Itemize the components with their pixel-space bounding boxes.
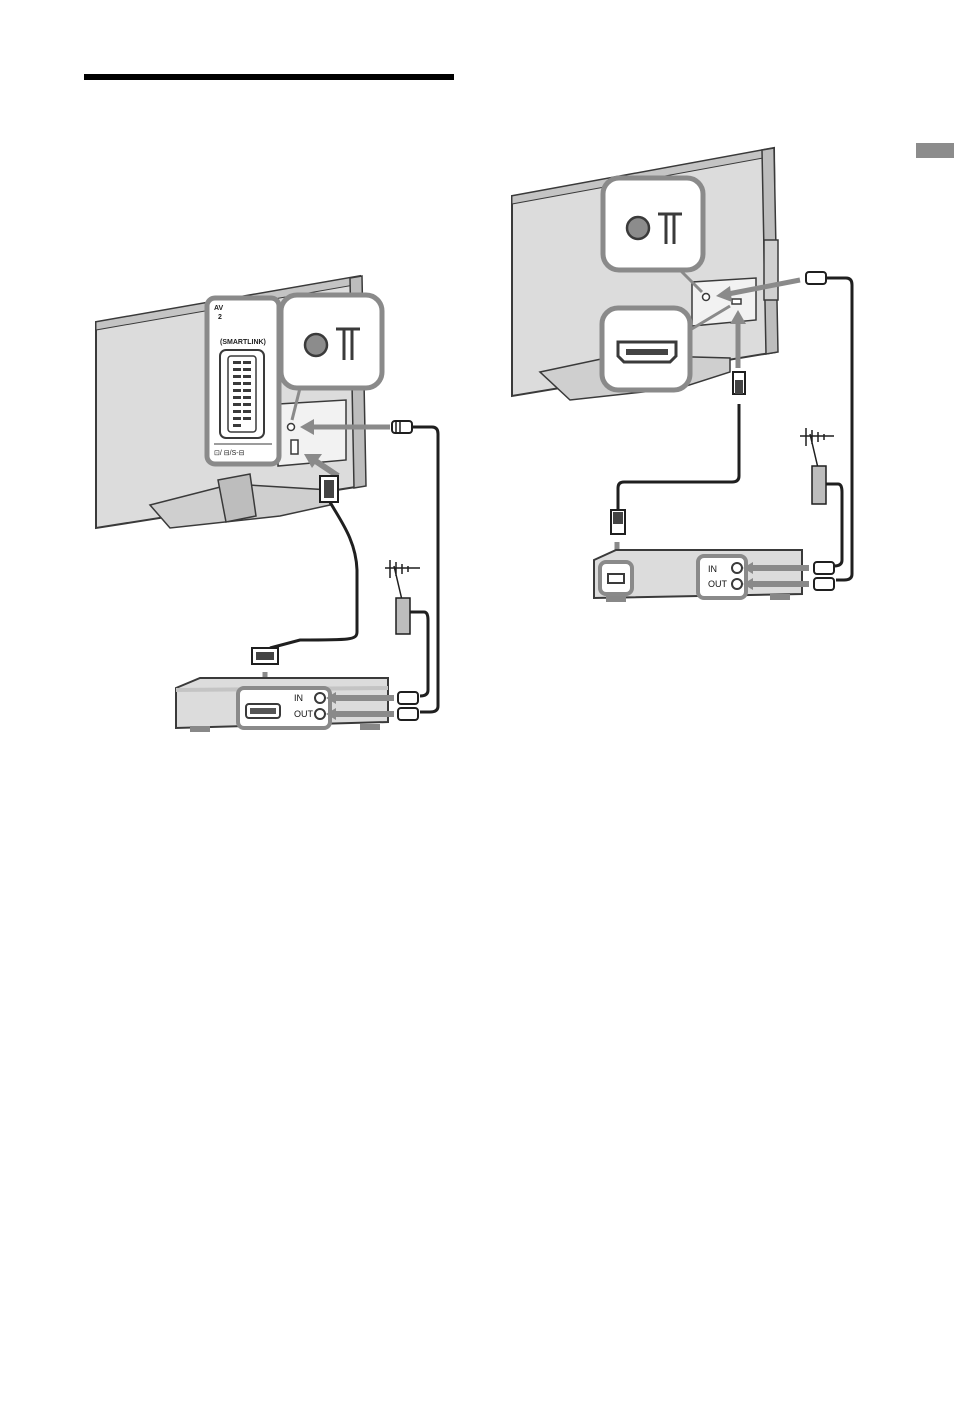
antenna-cables-right	[800, 278, 852, 580]
recorder-right-out-label: OUT	[708, 579, 728, 589]
aerial-icon	[800, 428, 834, 468]
rf-plug-icon	[814, 562, 834, 590]
rf-plug-icon	[806, 272, 826, 284]
hdmi-connector-icon	[618, 342, 676, 362]
recorder-right: IN OUT	[594, 550, 834, 602]
recorder-right-in-label: IN	[708, 564, 717, 574]
hdmi-cable	[609, 372, 745, 566]
